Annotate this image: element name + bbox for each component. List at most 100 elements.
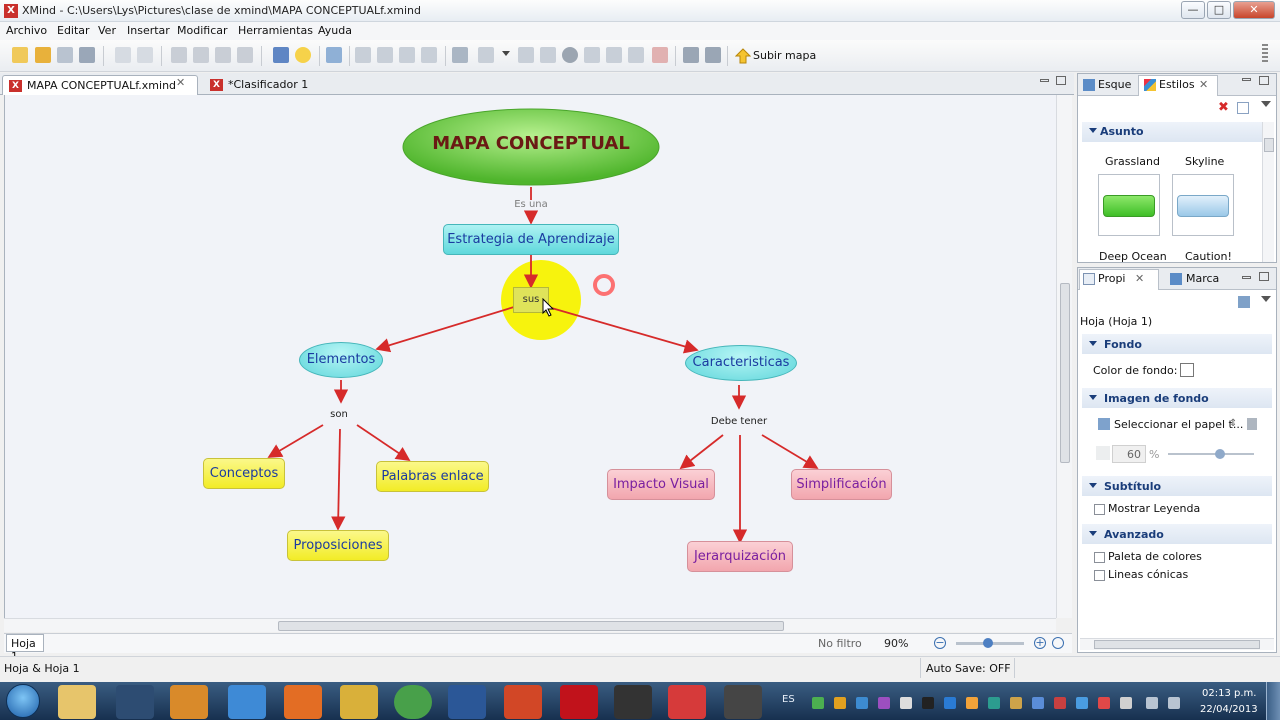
taskbar-explorer-icon[interactable] bbox=[58, 685, 96, 719]
topic-icon[interactable] bbox=[273, 47, 289, 63]
tray-app-icon[interactable] bbox=[1032, 697, 1044, 709]
opacity-slider-handle[interactable] bbox=[1215, 449, 1225, 459]
start-button[interactable] bbox=[6, 684, 40, 718]
taskbar-word-icon[interactable] bbox=[448, 685, 486, 719]
tab-clasificador[interactable]: X *Clasificador 1 bbox=[204, 75, 384, 95]
panel-menu-chevron-icon[interactable] bbox=[1261, 296, 1271, 302]
tray-app-icon[interactable] bbox=[878, 697, 890, 709]
taskbar-powerpoint-icon[interactable] bbox=[504, 685, 542, 719]
redo-icon[interactable] bbox=[137, 47, 153, 63]
tab-propiedades-active[interactable] bbox=[1079, 269, 1159, 290]
zoom-in-icon[interactable]: + bbox=[1034, 636, 1046, 649]
relationship-icon[interactable] bbox=[452, 47, 468, 63]
topic-caracteristicas[interactable]: Caracteristicas bbox=[685, 345, 797, 381]
insert-parent-icon[interactable] bbox=[399, 47, 415, 63]
summary-icon[interactable] bbox=[518, 47, 534, 63]
export-icon[interactable] bbox=[326, 47, 342, 63]
close-propiedades-icon[interactable]: ✕ bbox=[1135, 272, 1145, 285]
tray-shield-icon[interactable] bbox=[1120, 697, 1132, 709]
open-folder-icon[interactable] bbox=[35, 47, 51, 63]
panel-minimize-icon[interactable] bbox=[1242, 78, 1251, 81]
topic-jerarquizacion[interactable]: Jerarquización bbox=[687, 541, 793, 572]
panel-maximize-icon[interactable] bbox=[1259, 272, 1269, 281]
tray-clock-date[interactable]: 22/04/2013 bbox=[1200, 704, 1258, 715]
tab-mapa-conceptual[interactable]: X MAPA CONCEPTUALf.xmind bbox=[2, 75, 198, 95]
tab-esquema[interactable]: Esque bbox=[1098, 78, 1132, 91]
paste-icon[interactable] bbox=[215, 47, 231, 63]
styles-scroll-thumb[interactable] bbox=[1264, 138, 1274, 152]
menu-insertar[interactable]: Insertar bbox=[127, 24, 170, 37]
auto-save-status[interactable]: Auto Save: OFF bbox=[926, 662, 1011, 675]
drill-down-icon[interactable] bbox=[683, 47, 699, 63]
mostrar-leyenda-checkbox[interactable] bbox=[1094, 504, 1105, 515]
delete-style-icon[interactable]: ✖ bbox=[1218, 100, 1229, 115]
trash-icon[interactable] bbox=[1247, 418, 1257, 430]
marker-icon[interactable] bbox=[562, 47, 578, 63]
tray-app-icon[interactable] bbox=[1076, 697, 1088, 709]
language-indicator[interactable]: ES bbox=[782, 694, 795, 705]
horizontal-scrollbar[interactable] bbox=[4, 618, 1056, 632]
taskbar-internet-explorer-icon[interactable] bbox=[228, 685, 266, 719]
tray-app-icon[interactable] bbox=[922, 697, 934, 709]
cut-icon[interactable] bbox=[171, 47, 187, 63]
style-grassland-preview[interactable] bbox=[1098, 174, 1160, 236]
paleta-colores-checkbox[interactable] bbox=[1094, 552, 1105, 563]
note-icon[interactable] bbox=[540, 47, 556, 63]
properties-hscroll-thumb[interactable] bbox=[1094, 640, 1260, 649]
stop-icon[interactable] bbox=[652, 47, 668, 63]
taskbar-acrobat-icon[interactable] bbox=[560, 685, 598, 719]
insert-floating-icon[interactable] bbox=[421, 47, 437, 63]
select-spinner-icon[interactable]: ⇕ bbox=[1229, 418, 1238, 429]
show-desktop-button[interactable] bbox=[1266, 682, 1280, 720]
zoom-out-icon[interactable]: − bbox=[934, 636, 946, 649]
tab-marcadores[interactable]: Marca bbox=[1186, 272, 1220, 285]
root-topic-shape[interactable] bbox=[402, 108, 660, 186]
print-icon[interactable] bbox=[79, 47, 95, 63]
tray-app-icon[interactable] bbox=[1098, 697, 1110, 709]
tray-flag-icon[interactable] bbox=[900, 697, 912, 709]
tray-app-icon[interactable] bbox=[1054, 697, 1066, 709]
tab-estilos-active[interactable] bbox=[1138, 75, 1218, 96]
style-properties-icon[interactable] bbox=[1237, 102, 1249, 114]
menu-editar[interactable]: Editar bbox=[57, 24, 90, 37]
vertical-scroll-thumb[interactable] bbox=[1060, 283, 1070, 463]
color-fondo-swatch[interactable] bbox=[1180, 363, 1194, 377]
menu-ver[interactable]: Ver bbox=[98, 24, 116, 37]
subtitulo-section-bar[interactable] bbox=[1082, 476, 1272, 496]
editor-maximize-icon[interactable] bbox=[1056, 76, 1066, 85]
undo-icon[interactable] bbox=[115, 47, 131, 63]
tray-app-icon[interactable] bbox=[966, 697, 978, 709]
tray-app-icon[interactable] bbox=[988, 697, 1000, 709]
tray-app-icon[interactable] bbox=[834, 697, 846, 709]
avanzado-section-bar[interactable] bbox=[1082, 524, 1272, 544]
delete-icon[interactable] bbox=[237, 47, 253, 63]
close-estilos-icon[interactable]: ✕ bbox=[1199, 78, 1209, 91]
tray-app-icon[interactable] bbox=[856, 697, 868, 709]
menu-ayuda[interactable]: Ayuda bbox=[318, 24, 352, 37]
panel-minimize-icon[interactable] bbox=[1242, 276, 1251, 279]
menu-archivo[interactable]: Archivo bbox=[6, 24, 48, 37]
tray-app-icon[interactable] bbox=[812, 697, 824, 709]
attachment-icon[interactable] bbox=[628, 47, 644, 63]
taskbar-chrome-icon[interactable] bbox=[394, 685, 432, 719]
tray-app-icon[interactable] bbox=[944, 697, 956, 709]
maximize-button[interactable]: □ bbox=[1207, 1, 1231, 19]
topic-conceptos[interactable]: Conceptos bbox=[203, 458, 285, 489]
taskbar-xmind-icon[interactable] bbox=[668, 685, 706, 719]
new-map-icon[interactable] bbox=[12, 47, 28, 63]
taskbar-recorder-icon[interactable] bbox=[724, 685, 762, 719]
hyperlink-icon[interactable] bbox=[606, 47, 622, 63]
tray-app-icon[interactable] bbox=[1010, 697, 1022, 709]
fondo-section-bar[interactable] bbox=[1082, 334, 1272, 354]
vertical-scrollbar[interactable] bbox=[1056, 95, 1072, 618]
minimize-button[interactable]: — bbox=[1181, 1, 1205, 19]
panel-menu-chevron-icon[interactable] bbox=[1261, 101, 1271, 107]
zoom-fit-icon[interactable] bbox=[1052, 637, 1064, 649]
insert-topic-icon[interactable] bbox=[355, 47, 371, 63]
boundary-icon[interactable] bbox=[478, 47, 494, 63]
zoom-slider-handle[interactable] bbox=[983, 638, 993, 648]
topic-elementos[interactable]: Elementos bbox=[299, 342, 383, 378]
horizontal-scroll-thumb[interactable] bbox=[278, 621, 784, 631]
boundary-dropdown-chevron-icon[interactable] bbox=[502, 51, 510, 56]
taskbar-puzzle-app-icon[interactable] bbox=[340, 685, 378, 719]
